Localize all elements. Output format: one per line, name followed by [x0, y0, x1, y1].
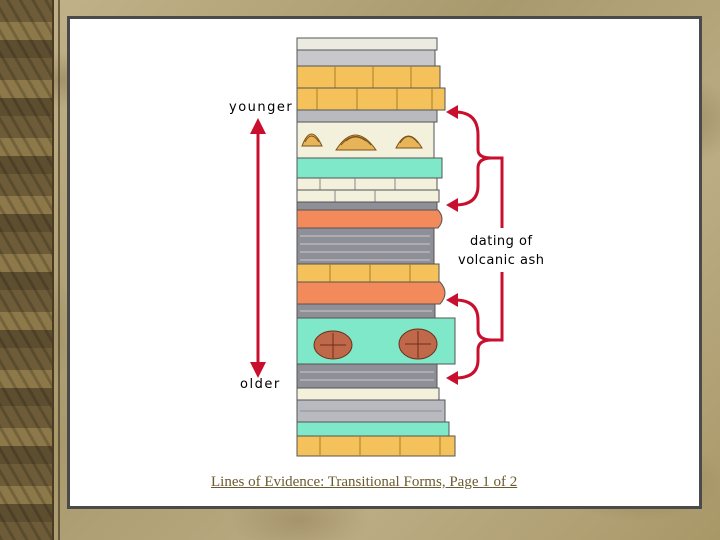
dating-arrowheads	[446, 105, 458, 385]
relative-age-arrow	[250, 118, 266, 378]
decorative-rule	[58, 0, 60, 540]
label-dating-line1: dating of	[470, 234, 533, 249]
decorative-left-strip	[0, 0, 54, 540]
rock-column	[296, 37, 456, 457]
clam-fossil-icon	[395, 135, 423, 149]
label-younger: younger	[229, 100, 293, 115]
limestone-layer	[296, 177, 440, 203]
sandstone-layer	[296, 65, 446, 111]
trilobite-fossil-bed	[296, 317, 456, 365]
volcanic-ash-layer	[296, 281, 446, 305]
clam-fossil-icon	[301, 133, 323, 147]
label-older: older	[240, 377, 281, 392]
label-dating-line2: volcanic ash	[458, 253, 544, 268]
shale-layer	[296, 227, 435, 265]
volcanic-ash-layer	[296, 209, 443, 229]
trilobite-fossil-icon	[313, 330, 353, 360]
page-link-caption[interactable]: Lines of Evidence: Transitional Forms, P…	[211, 474, 518, 490]
clam-fossil-bed	[296, 121, 435, 159]
clam-fossil-icon	[335, 134, 377, 151]
trilobite-fossil-icon	[398, 328, 438, 360]
